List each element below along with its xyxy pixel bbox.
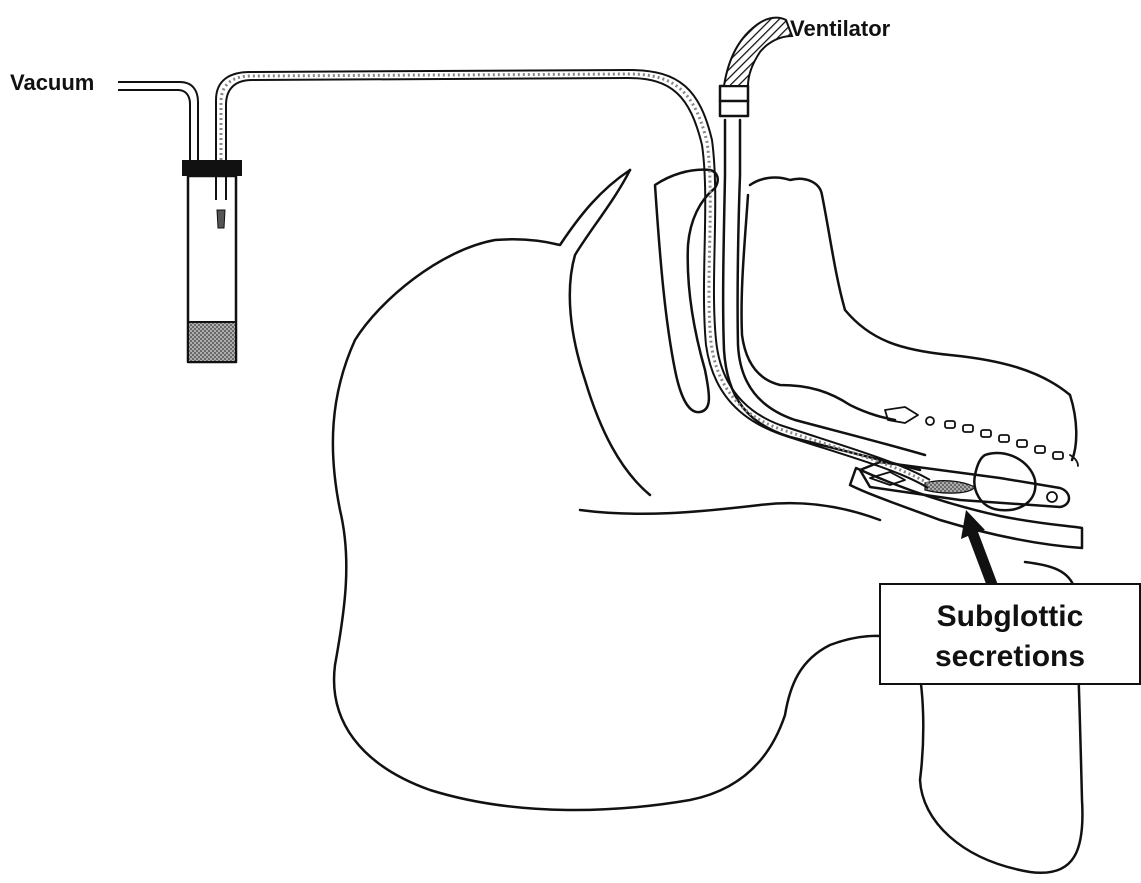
secretions-pool <box>925 481 975 493</box>
ventilator-hose <box>724 18 792 86</box>
callout-line-1: Subglottic <box>937 600 1084 633</box>
suction-line-outer <box>216 70 930 480</box>
jaw-line <box>580 503 880 520</box>
tongue-contour <box>570 170 650 495</box>
vacuum-label: Vacuum <box>10 70 94 95</box>
callout-arrow <box>961 510 998 589</box>
callout-line-2: secretions <box>935 640 1085 673</box>
endotracheal-tube-inner <box>738 120 925 455</box>
collection-canister <box>182 160 242 362</box>
tube-tip-eyelet <box>1047 492 1057 502</box>
endotracheal-tube-outer <box>723 120 920 470</box>
airway-inner <box>742 195 895 420</box>
ventilator-label: Ventilator <box>790 16 891 41</box>
suction-line-fill <box>221 74 929 484</box>
